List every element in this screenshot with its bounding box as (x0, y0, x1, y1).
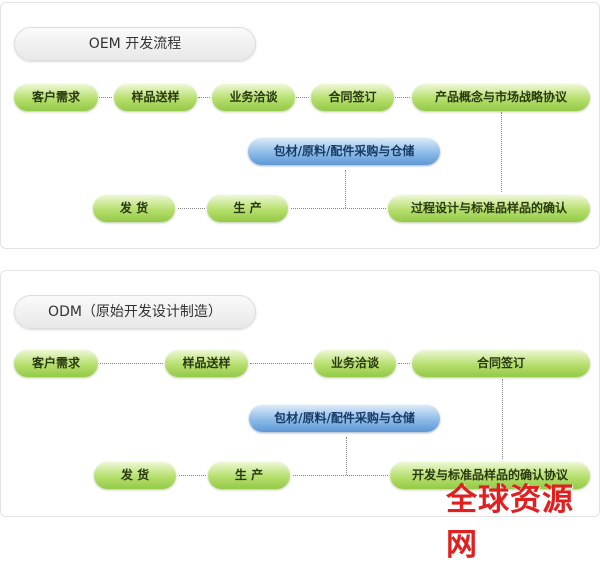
odm-step-sample: 样品送样 (165, 350, 248, 377)
odm-step-negotiation: 业务洽谈 (314, 350, 396, 377)
oem-step-purchase: 包材/原料/配件采购与仓储 (248, 138, 440, 165)
oem-title: OEM 开发流程 (14, 27, 256, 61)
connector (395, 97, 410, 98)
oem-step-customer-demand: 客户需求 (14, 84, 98, 111)
connector (501, 112, 502, 192)
connector (178, 208, 205, 209)
odm-step-customer-demand: 客户需求 (14, 350, 98, 377)
connector (99, 97, 112, 98)
odm-step-production: 生 产 (208, 462, 290, 489)
oem-step-contract: 合同签订 (311, 84, 394, 111)
odm-step-dev-confirm: 开发与标准品样品的确认协议 (390, 462, 590, 489)
connector (502, 379, 503, 459)
oem-step-process-design: 过程设计与标准品样品的确认 (388, 195, 590, 222)
connector (179, 475, 206, 476)
connector (296, 97, 309, 98)
oem-step-concept: 产品概念与市场战略协议 (412, 84, 590, 111)
connector (398, 363, 410, 364)
connector (291, 208, 386, 209)
connector (293, 475, 388, 476)
oem-step-sample: 样品送样 (114, 84, 197, 111)
odm-step-ship: 发 货 (94, 462, 176, 489)
connector (346, 437, 347, 475)
odm-step-purchase: 包材/原料/配件采购与仓储 (249, 405, 440, 432)
connector (345, 170, 346, 208)
connector (100, 363, 163, 364)
odm-step-contract: 合同签订 (412, 350, 590, 377)
connector (250, 363, 312, 364)
oem-step-production: 生 产 (207, 195, 288, 222)
watermark: 全球资源网 (446, 482, 574, 563)
odm-title: ODM（原始开发设计制造） (14, 295, 256, 329)
connector (198, 97, 210, 98)
oem-step-ship: 发 货 (93, 195, 175, 222)
oem-step-negotiation: 业务洽谈 (212, 84, 295, 111)
